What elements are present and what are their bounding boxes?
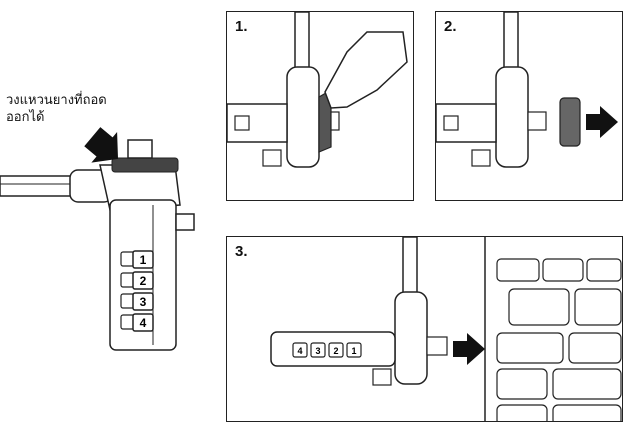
dial: [443, 115, 459, 131]
step-3-illustration: 4 3 2 1: [270, 237, 622, 421]
key: [496, 332, 564, 364]
lock-foot: [372, 368, 392, 386]
dial: [292, 342, 308, 358]
key: [586, 258, 622, 282]
lock-foot: [471, 149, 491, 167]
dial-digit: 2: [140, 274, 147, 288]
dial: [132, 250, 154, 269]
lock-foot: [262, 149, 282, 167]
lock-head: [394, 291, 428, 385]
dial-digit: 3: [315, 346, 320, 356]
dial: [132, 313, 154, 332]
lock-head: [495, 66, 529, 168]
hand-icon: [324, 31, 408, 109]
dial-digit: 3: [140, 295, 147, 309]
rubber-ring: [559, 97, 581, 147]
lock-pin: [175, 213, 195, 231]
dial: [132, 271, 154, 290]
lock-pin: [330, 111, 340, 131]
arrow-right-icon: [453, 333, 485, 365]
lock-pin: [527, 111, 547, 131]
key: [574, 288, 622, 326]
step-2-label: 2.: [444, 18, 457, 35]
key: [542, 258, 584, 282]
step-1-panel: 1.: [226, 11, 414, 201]
step-3-panel: 3. 4 3 2 1: [226, 236, 623, 422]
step-1-illustration: [227, 12, 408, 168]
laptop-keyboard: [496, 258, 622, 421]
dial: [234, 115, 250, 131]
dial-digit: 1: [351, 346, 356, 356]
dial: [310, 342, 326, 358]
dial: [132, 292, 154, 311]
key: [552, 404, 622, 421]
lock-head: [286, 66, 320, 168]
key: [496, 368, 548, 400]
rubber-ring-caption: วงแหวนยางที่ถอด ออกได้: [6, 92, 107, 126]
lock-knob: [127, 139, 153, 159]
step-2-illustration: [436, 12, 618, 168]
caption-line-1: วงแหวนยางที่ถอด: [6, 93, 107, 108]
lock-pin: [426, 336, 448, 356]
dial: [328, 342, 344, 358]
dial-digit: 1: [140, 253, 147, 267]
key: [568, 332, 622, 364]
step-3-label: 3.: [235, 243, 248, 260]
key: [496, 404, 548, 421]
dial-digit: 4: [140, 316, 147, 330]
key: [508, 288, 570, 326]
dial: [346, 342, 362, 358]
key: [496, 258, 540, 282]
dial-digit: 2: [333, 346, 338, 356]
arrow-icon: [84, 127, 119, 163]
rubber-ring: [111, 157, 179, 173]
dial-digit: 4: [297, 346, 302, 356]
caption-line-2: ออกได้: [6, 110, 45, 125]
step-2-panel: 2.: [435, 11, 623, 201]
step-1-label: 1.: [235, 18, 248, 35]
arrow-right-icon: [586, 106, 618, 138]
key: [552, 368, 622, 400]
cable: [0, 175, 81, 197]
